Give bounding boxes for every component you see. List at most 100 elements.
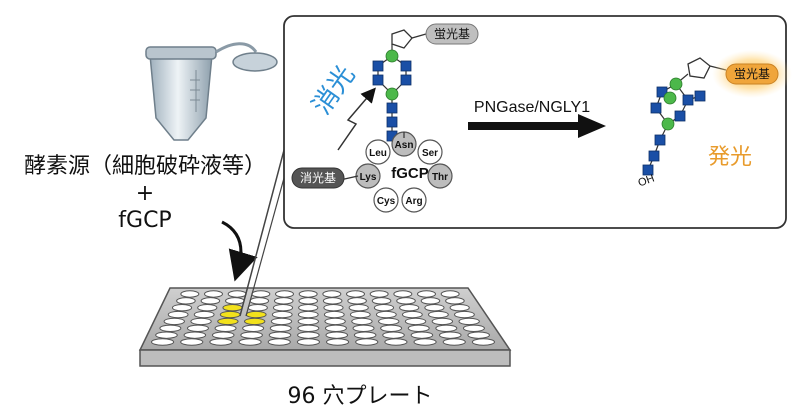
glcnac-square [648,150,660,162]
quencher-pill: 消光基 [291,167,359,189]
well [204,290,223,298]
well [326,338,350,346]
glcnac-square [372,60,384,72]
well [272,304,294,312]
well [167,310,189,319]
oh-label: OH [637,172,657,189]
amino-acid-label: Asn [395,140,414,151]
enzyme-source-text: 酵素源（細胞破砕液等） [23,154,266,179]
glcnac-square [674,110,686,122]
well [219,310,241,319]
well [355,338,379,346]
well [273,297,294,305]
well [180,290,200,298]
glcnac-square [694,90,706,102]
well [393,290,413,298]
well [410,331,434,339]
well [396,297,416,305]
glcnac-square [656,86,668,98]
glcnac-square [650,102,662,114]
well [193,310,215,319]
reaction-arrow [468,114,606,138]
glcnac-square [642,164,654,176]
well [353,331,377,339]
well [373,304,395,312]
fluor-pill-right: 蛍光基 [725,63,779,85]
well [458,317,480,326]
amino-acid-label: Thr [432,172,448,183]
mannose-circle [385,49,399,63]
well [200,297,221,305]
fluor-pill-left-text: 蛍光基 [434,27,470,41]
enzyme-source-label: 酵素源（細胞破砕液等） + fGCP [10,153,280,234]
well [417,290,436,298]
emit-text: 発光 [708,144,752,169]
well [247,304,268,312]
well [151,338,175,346]
well [251,290,271,298]
glcnac-square [372,74,384,86]
well [270,317,293,326]
well [238,338,262,346]
quencher-pill-text: 消光基 [300,171,336,185]
well [323,304,344,312]
amino-acid-label: Leu [369,148,387,159]
well [467,331,490,339]
well [180,338,204,346]
well [217,317,239,326]
well [211,331,235,339]
well [267,338,291,346]
amino-acid-ser [417,139,443,165]
well [371,297,392,305]
well [240,331,263,339]
quench-lightning [337,87,376,151]
well [471,338,495,346]
well [369,290,389,298]
well [163,317,185,326]
well [183,331,207,339]
well [435,324,458,332]
well [442,338,466,346]
amino-acid-thr [427,163,453,189]
well [347,297,367,305]
well [298,290,318,298]
glcnac-square [386,116,398,128]
triazole-left [391,29,427,49]
well [190,317,212,326]
well [176,297,196,305]
well [348,304,369,312]
well [382,331,405,339]
well [296,338,320,346]
well [445,297,465,305]
amino-acid-label: Lys [360,172,377,183]
well [245,310,267,319]
well [271,310,293,319]
tube-icon [145,42,278,141]
well [209,338,233,346]
glcnac-square [400,60,412,72]
well [324,317,346,326]
mannose-circle [663,91,677,105]
well [323,310,345,319]
amino-acid-arg [401,187,427,213]
well [159,324,182,332]
well [214,324,237,332]
glcnac-square [400,74,412,86]
well [244,317,266,326]
amino-acid-label: Arg [405,196,422,207]
glcnac-square [654,134,666,146]
well [399,304,420,312]
well [324,324,347,332]
well [197,304,218,312]
enzyme-label: PNGase/NGLY1 [474,99,590,116]
probe-name: fGCP [391,165,429,182]
glcnac-square [386,102,398,114]
well [378,317,400,326]
well [297,317,319,326]
well [322,290,342,298]
well [428,310,449,319]
well [322,297,343,305]
well [297,331,320,339]
